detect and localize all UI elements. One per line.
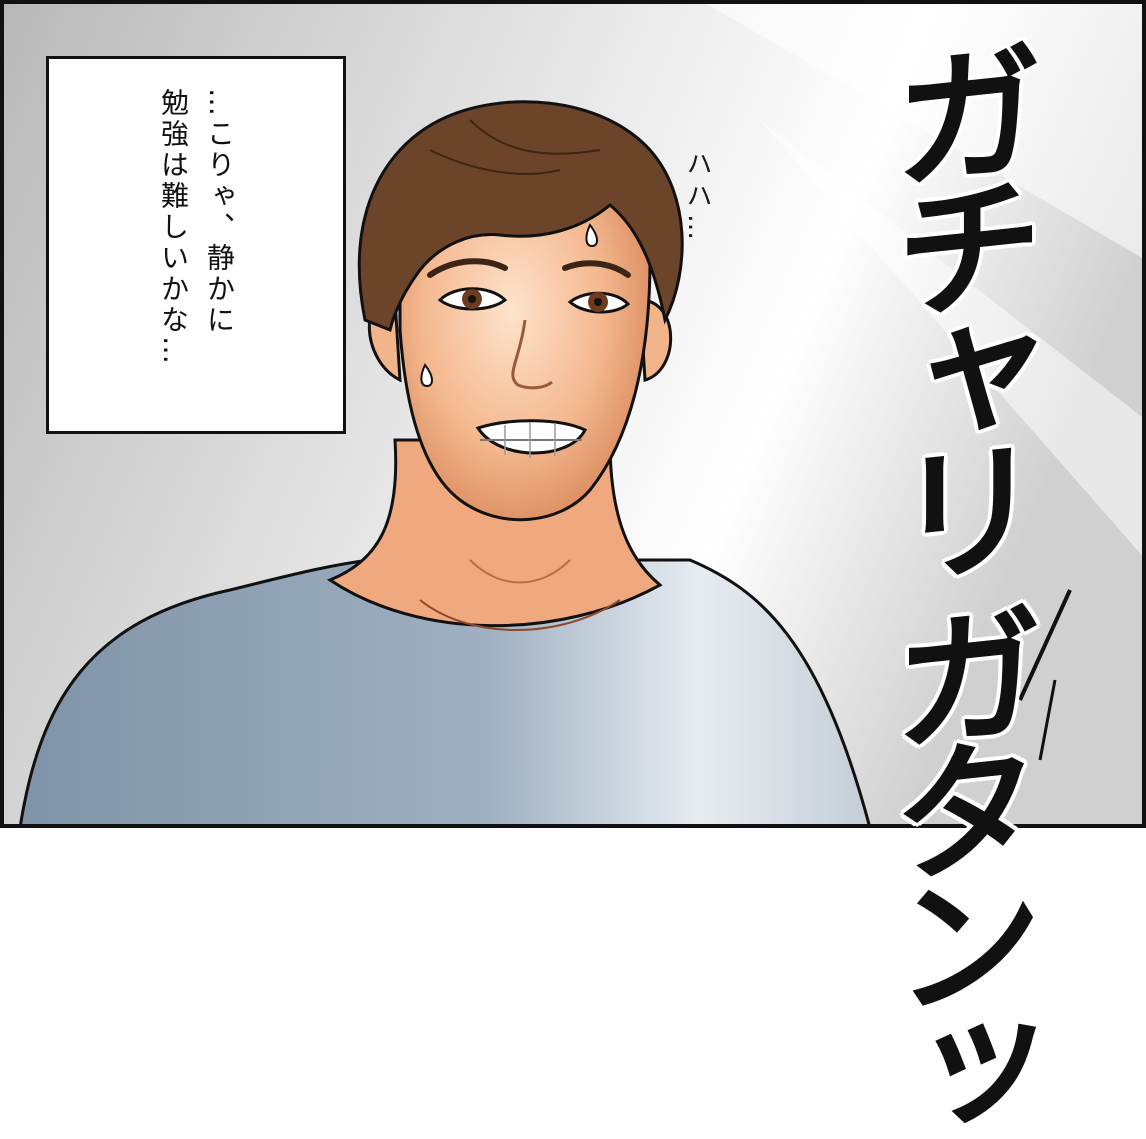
right-eyebrow bbox=[562, 260, 631, 278]
left-eyebrow bbox=[427, 258, 508, 278]
sweat-drop-2 bbox=[420, 363, 433, 388]
sound-effect-text: ガチャリ ガタンッ bbox=[868, 30, 1042, 1139]
mutter-text: ハハ… bbox=[682, 150, 712, 246]
shirt bbox=[18, 558, 872, 828]
narration-box bbox=[46, 56, 346, 434]
sweat-drop-1 bbox=[585, 223, 598, 248]
panel-border bbox=[0, 0, 1146, 828]
hair bbox=[357, 100, 684, 333]
right-eye bbox=[567, 291, 631, 314]
panel-artwork bbox=[0, 0, 1146, 828]
narration-text: …こりゃ、静かに 勉強は難しいかな… bbox=[157, 88, 236, 367]
left-eye bbox=[437, 287, 508, 311]
nose bbox=[511, 319, 553, 390]
